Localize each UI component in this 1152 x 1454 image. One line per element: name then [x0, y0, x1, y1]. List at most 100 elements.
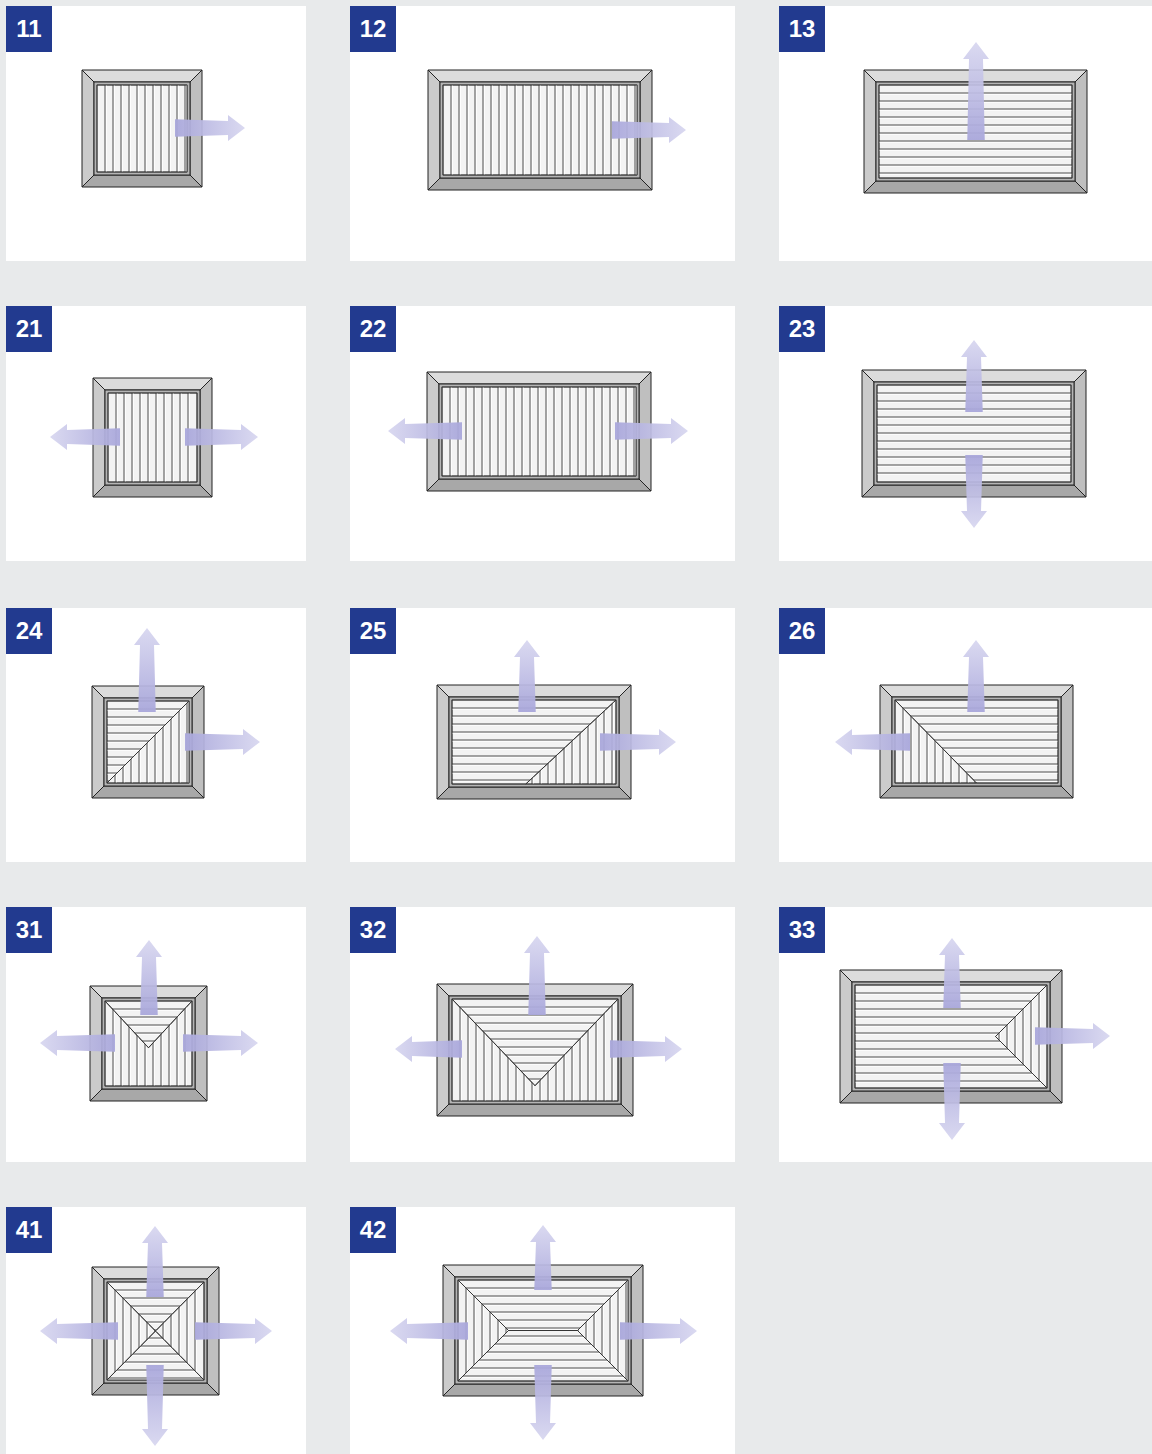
airflow-arrow [963, 640, 989, 712]
vane [146, 85, 147, 172]
vane [491, 387, 492, 476]
vane [594, 1280, 595, 1381]
grille-frame [92, 786, 204, 798]
vane [618, 1280, 619, 1381]
vane [458, 1360, 628, 1361]
vane [564, 999, 565, 1101]
vane [877, 433, 1071, 434]
vane [139, 1282, 140, 1380]
grille-core [443, 85, 637, 175]
vane [138, 85, 139, 172]
vane [477, 700, 478, 784]
vane [452, 764, 616, 765]
airflow-arrow [939, 938, 965, 1008]
vane [107, 1355, 204, 1356]
vane [169, 1001, 170, 1086]
vane [469, 700, 470, 784]
grille-panel: 42 [350, 1207, 735, 1454]
grille-core [107, 701, 189, 783]
vane [498, 387, 499, 476]
vane [596, 700, 597, 784]
grille-symbol [428, 70, 686, 190]
vane [597, 999, 598, 1101]
vane [156, 393, 157, 482]
vane [554, 1280, 555, 1381]
vane [137, 85, 138, 172]
vane [180, 1282, 181, 1380]
vane [855, 1042, 1047, 1043]
vane [562, 387, 563, 476]
grille-frame [82, 70, 94, 187]
vane [105, 1058, 192, 1059]
vane [562, 1280, 563, 1381]
vane [514, 1280, 515, 1381]
vane [547, 387, 548, 476]
vane [476, 700, 477, 784]
vane [572, 999, 573, 1101]
vane [493, 999, 494, 1101]
vane [531, 1280, 532, 1381]
callout-number: 11 [6, 6, 52, 52]
airflow-arrow [134, 628, 160, 712]
grille-frame [82, 175, 202, 187]
vane [107, 1347, 204, 1348]
vane [483, 85, 484, 175]
vane [895, 732, 1058, 733]
vane [588, 85, 589, 175]
vane [137, 1001, 138, 1086]
vane [107, 1298, 204, 1299]
vane [879, 150, 1072, 151]
vane [458, 1296, 628, 1297]
vane [180, 1282, 181, 1380]
vane [161, 1001, 162, 1086]
callout-number: 24 [6, 608, 52, 654]
vane [525, 999, 526, 1101]
vane [124, 1282, 125, 1380]
vane [107, 1315, 204, 1316]
vane [105, 1018, 192, 1019]
vane [107, 717, 189, 718]
grille-symbol [862, 340, 1086, 528]
vane [105, 1025, 192, 1026]
callout-number: 41 [6, 1207, 52, 1253]
airflow-arrow [390, 1318, 468, 1344]
vane [482, 387, 483, 476]
grille-symbol [92, 628, 260, 798]
vane [516, 999, 517, 1101]
vane [538, 387, 539, 476]
vane [604, 85, 605, 175]
vane [107, 1314, 204, 1315]
vane [533, 700, 534, 784]
vane [611, 1280, 612, 1381]
vane [452, 772, 616, 773]
vane [501, 700, 502, 784]
vane [188, 1282, 189, 1380]
vane [140, 1282, 141, 1380]
vane [500, 85, 501, 175]
vane [877, 417, 1071, 418]
vane [557, 999, 558, 1101]
vane [525, 700, 526, 784]
grille-panel: 13 [779, 6, 1152, 261]
grille-vanes [105, 1009, 192, 1082]
vane [105, 1042, 192, 1043]
vane [855, 1009, 1047, 1010]
vane [587, 1280, 588, 1381]
vane [605, 999, 606, 1101]
vane [140, 701, 141, 783]
vane [148, 393, 149, 482]
vane [507, 387, 508, 476]
vane [493, 700, 494, 784]
vane [506, 1280, 507, 1381]
airflow-arrow [183, 1030, 258, 1056]
vane [541, 700, 542, 784]
vane [564, 85, 565, 175]
grille-frame [90, 1089, 207, 1101]
vane [105, 1073, 192, 1074]
callout-number: 23 [779, 306, 825, 352]
vane [173, 393, 174, 482]
vane [149, 393, 150, 482]
vane [516, 85, 517, 175]
vane [188, 1282, 189, 1380]
